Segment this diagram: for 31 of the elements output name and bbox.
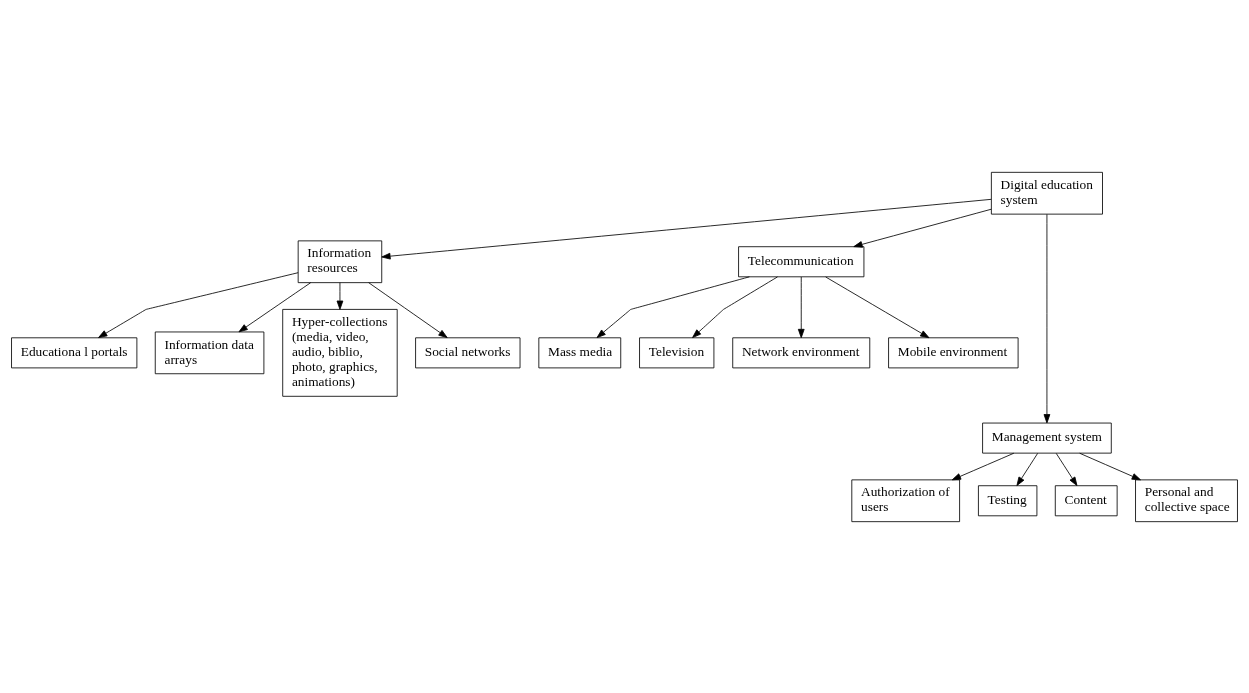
node-box: Network environment [732,336,871,368]
node-box: Authorization of users [851,478,961,522]
node-box: Hyper-collections (media, video, audio, biblio, photo, graphics, animations) [282,308,398,397]
arrow [98,271,299,338]
arrow [1016,452,1039,486]
node-box: Educationa l portals [11,336,138,368]
node-box: Telecommunication [738,245,865,277]
node-box: Television [639,336,715,368]
arrow [797,276,805,338]
arrow [381,198,992,259]
node-box: Social networks [415,336,521,368]
arrow [692,275,778,338]
node-box: Management system [982,422,1112,454]
arrow [1043,213,1051,423]
arrow [336,281,344,310]
node-box: Digital education system [990,171,1103,215]
arrow [238,281,312,332]
node-box: Testing [978,484,1038,516]
node-box: Mobile environment [888,336,1019,368]
arrow [368,281,448,338]
arrow [1079,452,1141,480]
arrow [853,208,992,248]
node-box: Information data arrays [154,331,265,374]
node-box: Personal and collective space [1135,478,1238,522]
node-box: Mass media [538,336,622,368]
node-box: Content [1054,484,1118,516]
node-box: Information resources [297,239,383,283]
arrow [1055,452,1078,486]
arrow [825,276,930,338]
arrow [951,452,1015,480]
arrow [596,275,750,338]
